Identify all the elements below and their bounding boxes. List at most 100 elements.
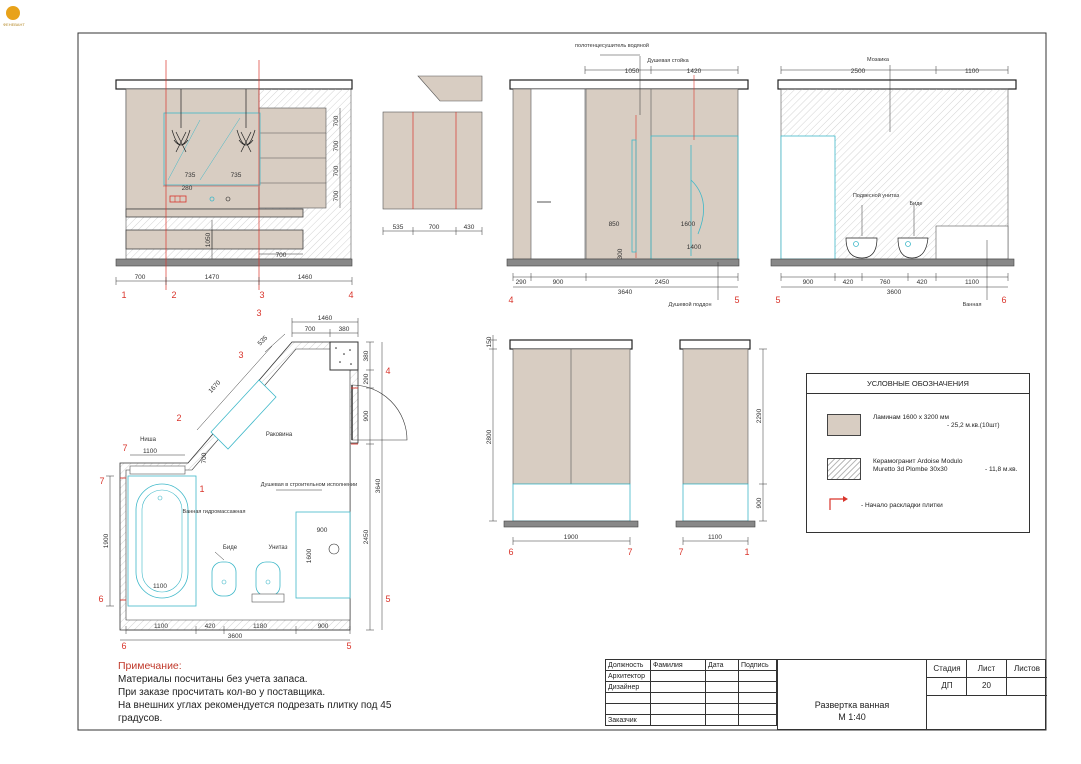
elev-c-dim-total: 3640	[618, 289, 633, 296]
stage-value: ДП	[941, 681, 953, 690]
elev-a-dim-mirror: 735	[185, 172, 196, 179]
elev-e-dim-1900: 1900	[564, 534, 579, 541]
elev-d-dim-bottom: 1100	[965, 279, 979, 286]
label-shower: Душевая в строительном исполнении	[261, 482, 357, 488]
plan-dim-290: 290	[363, 373, 370, 384]
elev-a-dim-right: 700	[333, 115, 340, 126]
elev-a-dim-bottom: 1470	[205, 274, 220, 281]
legend-item-name: Ламинам 1600 х 3200 мм	[873, 414, 949, 421]
notes: Примечание: Материалы посчитаны без учет…	[118, 660, 418, 725]
elev-f-dim-900: 900	[756, 497, 763, 508]
elev-d-dim-bottom: 420	[843, 279, 854, 286]
elev-d-dim-bottom: 900	[803, 279, 814, 286]
tb-role: Дизайнер	[605, 681, 651, 693]
label-bath: Ванная гидромассажная	[183, 509, 246, 515]
axis-label: 7	[99, 476, 104, 486]
plan-dim: 1460	[318, 315, 333, 322]
elevation-small-panel: 535 700 430	[382, 75, 483, 235]
axis-label: 3	[259, 290, 264, 300]
elevation-5-6: Мозаика 2500 1100 Подвесной унитаз Биде …	[770, 57, 1017, 308]
elev-b-dim: 535	[393, 224, 404, 231]
elev-c-dim-bottom: 900	[553, 279, 564, 286]
axis-label: 6	[98, 594, 103, 604]
company-logo	[6, 6, 20, 20]
plan-dim-1670: 1670	[207, 379, 222, 395]
label-shower-tray: Душевой поддон	[668, 301, 711, 308]
elev-a-dim-bottom: 1460	[298, 274, 313, 281]
elev-e-dim-150: 150	[486, 336, 493, 347]
title-block-main: Стадия Лист Листов ДП 20 Развертка ванна…	[777, 659, 1047, 730]
legend-title: УСЛОВНЫЕ ОБОЗНАЧЕНИЯ	[807, 374, 1029, 394]
axis-label: 1	[744, 547, 749, 557]
plan-dim-shower-1600: 1600	[306, 548, 313, 563]
label-niche: Ниша	[140, 437, 156, 443]
tb-header: Подпись	[738, 659, 777, 671]
note-line: Материалы посчитаны без учета запаса.	[118, 674, 308, 685]
elev-a-dim-1050: 1050	[205, 232, 212, 247]
plan-dim-total: 3600	[228, 633, 243, 640]
axis-label: 4	[508, 295, 513, 305]
plan-dim-bottom: 900	[318, 623, 329, 630]
elev-c-dim-1600: 1600	[681, 221, 696, 228]
chandelier-icon	[171, 89, 256, 153]
axis-label: 5	[346, 641, 351, 651]
elev-b-dim: 430	[464, 224, 475, 231]
elev-c-dim-top: 1050	[625, 68, 640, 75]
label-wc: Унитаз	[269, 545, 288, 551]
axis-label: 2	[171, 290, 176, 300]
elev-a-dim-mirror: 735	[231, 172, 242, 179]
sheet-frame	[77, 32, 1047, 731]
plan-dim-535: 535	[257, 334, 270, 347]
elev-d-dim-top: 1100	[965, 68, 979, 75]
axis-label: 2	[176, 413, 181, 423]
label-bath: Ванная	[963, 302, 982, 308]
elev-d-dim-bottom: 420	[917, 279, 928, 286]
notes-heading: Примечание:	[118, 660, 182, 672]
legend-item-value: - 11,8 м.кв.	[985, 466, 1018, 473]
axis-label: 5	[734, 295, 739, 305]
axis-label: 4	[348, 290, 353, 300]
elev-a-dim-right: 700	[333, 190, 340, 201]
elev-d-dim-bottom: 760	[880, 279, 891, 286]
plan-dim-bath: 1100	[153, 583, 167, 590]
legend-item-name: Керамогранит Ardoise Modulo Muretto 3d P…	[873, 458, 963, 473]
company-logo-text: ФЕНЕВАНТ	[3, 22, 25, 27]
elev-a-dim-700: 700	[276, 252, 287, 259]
axis-label: 1	[121, 290, 126, 300]
plan-dim: 700	[305, 326, 316, 333]
elev-f-dim-1100: 1100	[708, 534, 722, 541]
tb-role	[605, 692, 651, 704]
legend-item-value: - 25,2 м.кв.(10шт)	[947, 422, 1000, 429]
label-wall-hung-wc: Подвесной унитаз	[853, 192, 900, 199]
stage-header: Стадия	[933, 664, 961, 673]
elev-c-dim-850: 850	[609, 221, 620, 228]
axis-label: 7	[122, 443, 127, 453]
callout-shower-rack: Душевая стойка	[647, 57, 689, 64]
plan-dim: 380	[339, 326, 350, 333]
legend: УСЛОВНЫЕ ОБОЗНАЧЕНИЯ Ламинам 1600 х 3200…	[806, 373, 1030, 533]
callout-mosaic: Мозаика	[867, 57, 890, 63]
drawing-title: Развертка ванная	[814, 700, 890, 710]
laminam-swatch	[827, 414, 861, 436]
plan-dim-bottom: 1180	[253, 623, 267, 630]
elevation-7-1: 2290 900 1100 7 1	[675, 339, 767, 557]
elev-a-dim-bottom: 700	[135, 274, 146, 281]
tile-start-arrow-icon	[829, 496, 848, 510]
plan-dim-shower-900: 900	[317, 527, 328, 534]
tb-header: Должность	[605, 659, 651, 671]
plan-dim-niche: 1100	[143, 448, 157, 455]
axis-label: 3	[256, 308, 261, 318]
elev-a-dim-280: 280	[182, 185, 193, 192]
axis-label: 7	[678, 547, 683, 557]
elev-d-dim-total: 3600	[887, 289, 902, 296]
plan-dim-bottom: 420	[205, 623, 216, 630]
axis-label: 4	[385, 366, 390, 376]
axis-label: 3	[238, 350, 243, 360]
plan-dim-2450: 2450	[363, 529, 370, 544]
elev-a-dim-right: 700	[333, 140, 340, 151]
sheet-header: Лист	[977, 664, 996, 673]
axis-label: 6	[508, 547, 513, 557]
elev-d-dim-top: 2500	[851, 68, 866, 75]
tb-role: Заказчик	[605, 714, 651, 726]
